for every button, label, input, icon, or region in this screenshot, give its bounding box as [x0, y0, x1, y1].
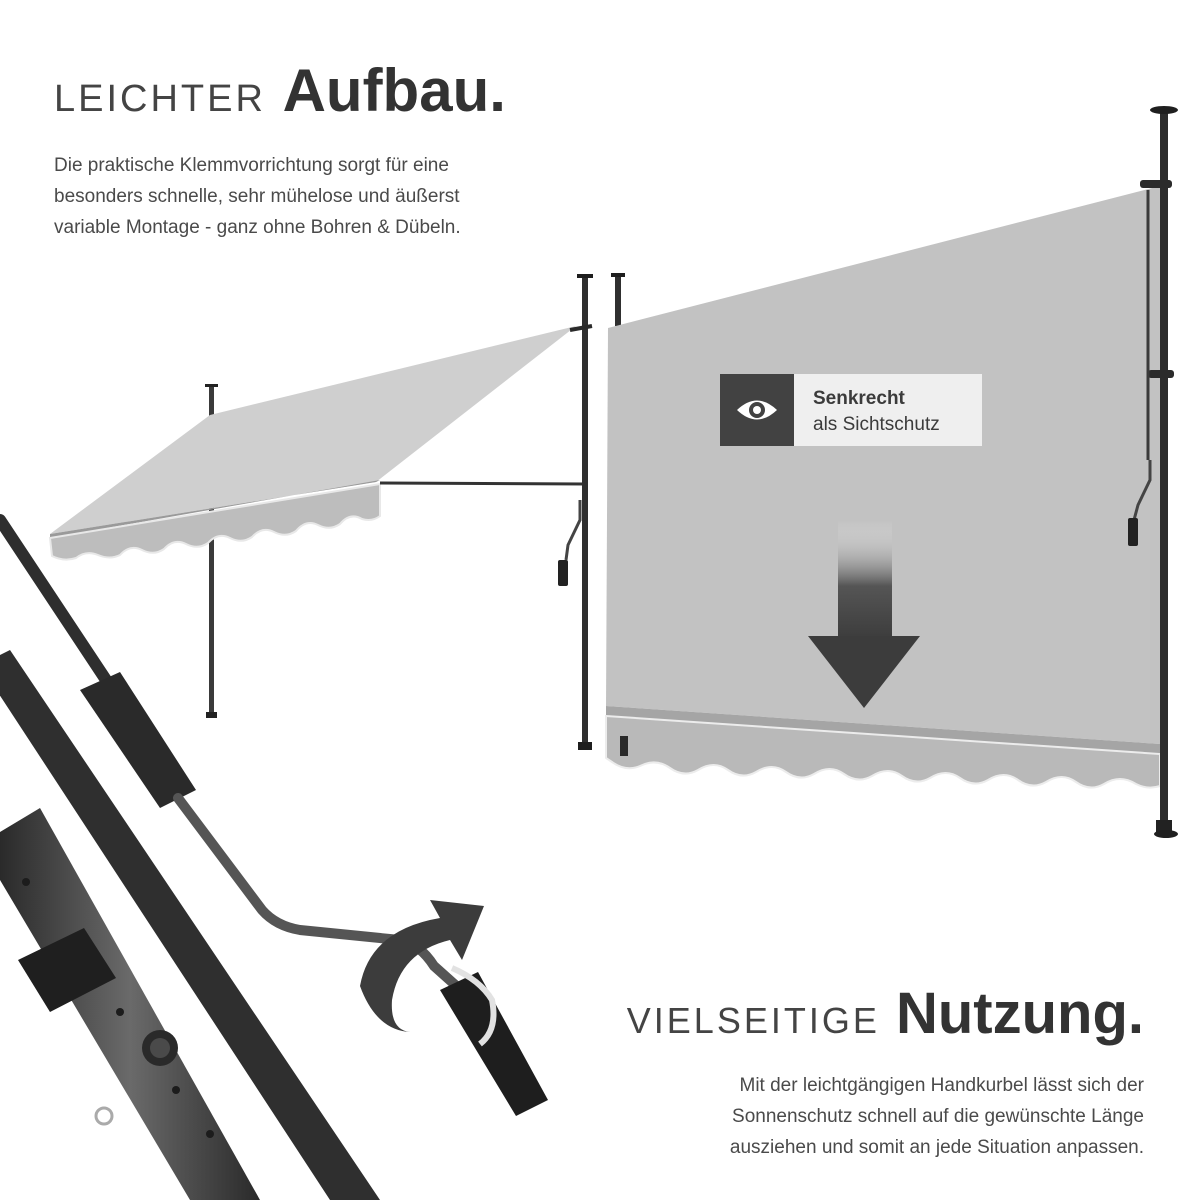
description-top-line: Die praktische Klemmvorrichtung sorgt fü…: [54, 155, 449, 176]
heading-bottom-light: VIELSEITIGE: [626, 1000, 880, 1041]
pole-closeup: [0, 514, 548, 1200]
heading-bottom-bold: Nutzung.: [895, 981, 1144, 1046]
down-arrow: [808, 520, 920, 708]
heading-top: LEICHTER Aufbau.: [54, 56, 506, 134]
privacy-badge: Senkrecht als Sichtschutz: [720, 374, 982, 446]
description-bottom: Mit der leichtgängigen Handkurbel lässt …: [624, 1070, 1144, 1163]
badge-subtitle: als Sichtschutz: [813, 414, 940, 435]
description-bottom-line: Mit der leichtgängigen Handkurbel lässt …: [739, 1075, 1145, 1096]
heading-bottom: VIELSEITIGE Nutzung.: [627, 980, 1144, 1055]
badge-title: Senkrecht: [813, 388, 905, 409]
inclined-awning: [48, 274, 593, 750]
vertical-awning: [605, 106, 1178, 838]
description-bottom-line: ausziehen und somit an jede Situation an…: [729, 1137, 1144, 1158]
heading-top-light: LEICHTER: [54, 78, 266, 120]
description-bottom-line: Sonnenschutz schnell auf die gewünschte …: [732, 1106, 1144, 1127]
description-top: Die praktische Klemmvorrichtung sorgt fü…: [54, 150, 574, 243]
eye-icon: [720, 374, 794, 446]
heading-top-bold: Aufbau.: [282, 57, 506, 124]
description-top-line: besonders schnelle, sehr mühelose und äu…: [54, 186, 460, 207]
description-top-line: variable Montage - ganz ohne Bohren & Dü…: [54, 217, 461, 238]
